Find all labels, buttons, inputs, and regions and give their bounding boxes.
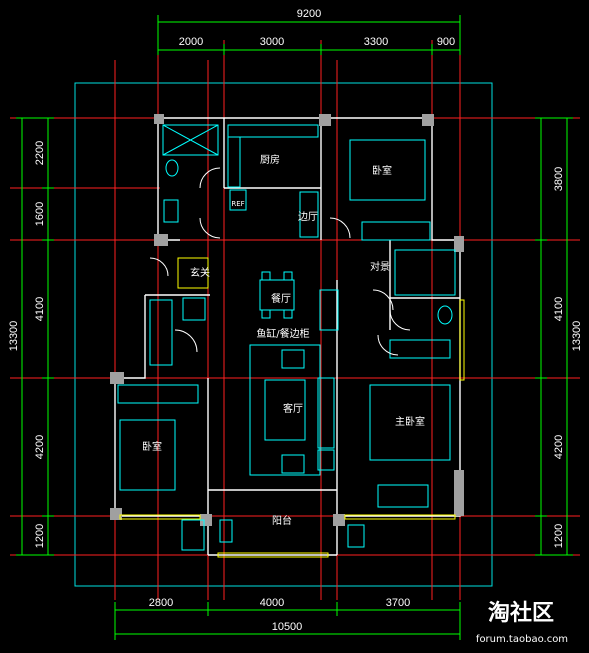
left-dimension-4: 4200 bbox=[34, 435, 46, 459]
bottom-dimension-1: 2800 bbox=[149, 597, 173, 609]
columns bbox=[110, 114, 464, 526]
label-master-bedroom: 主卧室 bbox=[395, 415, 425, 428]
top-dimension-3: 3300 bbox=[364, 36, 388, 48]
dimension-lines bbox=[16, 15, 573, 640]
left-dimension-1: 2200 bbox=[34, 141, 46, 165]
top-dimension-2: 3000 bbox=[260, 36, 284, 48]
label-balcony: 阳台 bbox=[272, 514, 292, 527]
left-dimension-5: 1200 bbox=[34, 524, 46, 548]
right-dimension-4: 1200 bbox=[553, 524, 565, 548]
label-display-cabinet: 鱼缸/餐边柜 bbox=[256, 327, 309, 340]
windows bbox=[119, 257, 465, 558]
door-swings bbox=[149, 167, 411, 356]
bottom-dimension-2: 4000 bbox=[260, 597, 284, 609]
right-dimension-1: 3800 bbox=[553, 167, 565, 191]
watermark-logo: 淘社区 bbox=[488, 600, 554, 626]
drawing-frame bbox=[74, 82, 493, 587]
label-pantry: 边厅 bbox=[298, 211, 318, 223]
bottom-total-dimension: 10500 bbox=[272, 621, 303, 633]
axis-grid bbox=[10, 40, 580, 600]
label-entry: 玄关 bbox=[190, 266, 210, 279]
left-dimension-3: 4100 bbox=[34, 297, 46, 321]
furniture bbox=[117, 124, 456, 551]
right-dimension-3: 4200 bbox=[553, 435, 565, 459]
label-dining: 餐厅 bbox=[271, 292, 291, 305]
left-dimension-2: 1600 bbox=[34, 202, 46, 226]
left-total-dimension: 13300 bbox=[8, 321, 20, 352]
top-dimension-4: 900 bbox=[437, 36, 455, 48]
label-bedroom-west: 卧室 bbox=[142, 440, 162, 453]
right-dimension-2: 4100 bbox=[553, 297, 565, 321]
right-total-dimension: 13300 bbox=[571, 321, 583, 352]
label-fridge: REF bbox=[231, 200, 244, 208]
bottom-dimension-3: 3700 bbox=[386, 597, 410, 609]
top-total-dimension: 9200 bbox=[297, 8, 321, 20]
label-opposite: 对景 bbox=[370, 260, 390, 273]
label-bedroom-north: 卧室 bbox=[372, 164, 392, 177]
label-living: 客厅 bbox=[283, 402, 303, 415]
watermark-url: forum.taobao.com bbox=[476, 634, 568, 645]
top-dimension-1: 2000 bbox=[179, 36, 203, 48]
label-kitchen: 厨房 bbox=[260, 153, 280, 166]
